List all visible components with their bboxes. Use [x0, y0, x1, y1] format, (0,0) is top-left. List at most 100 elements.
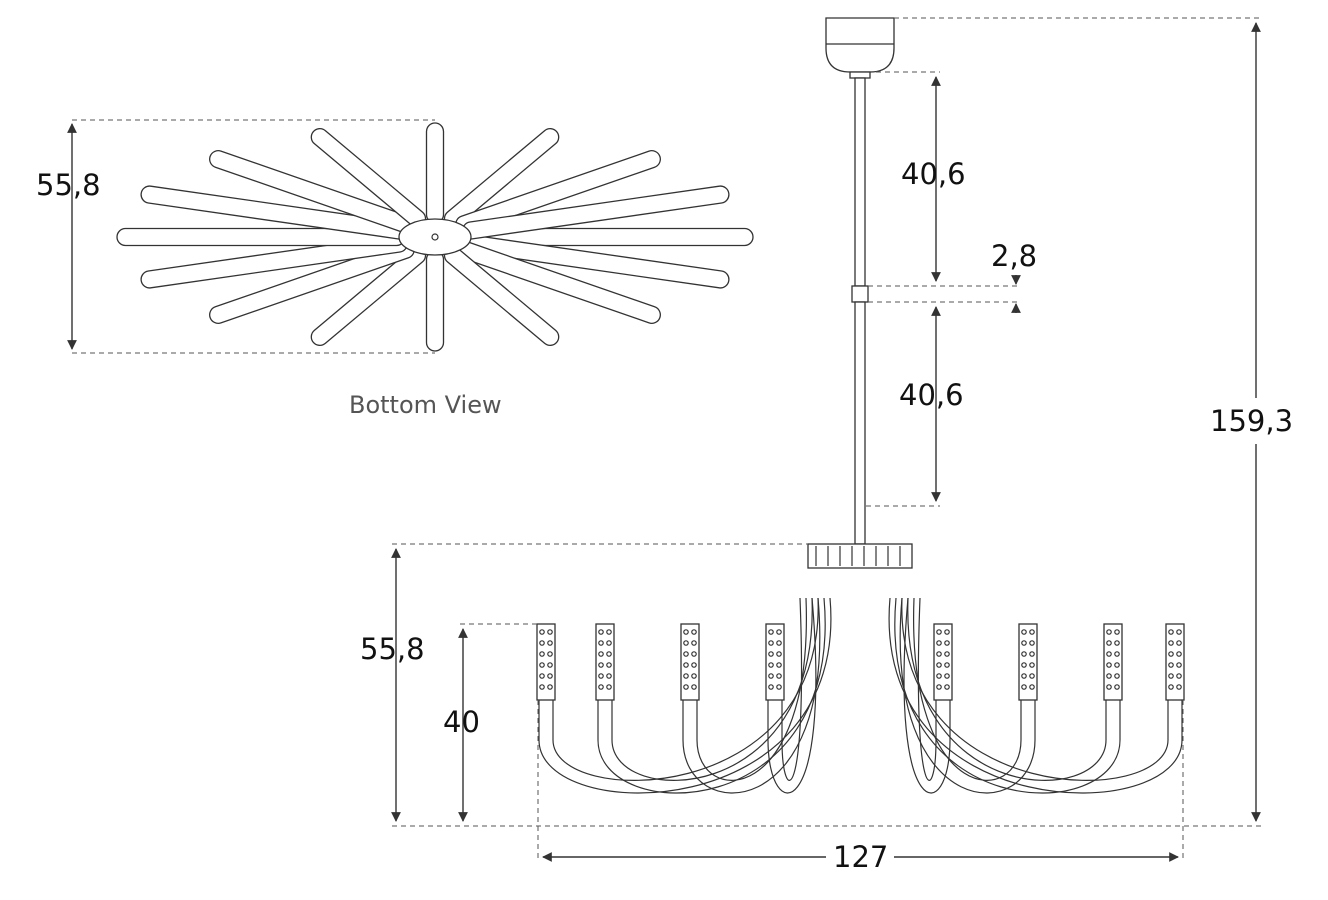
socket-perforation	[768, 629, 774, 635]
socket-perforation	[606, 673, 612, 679]
socket-perforation	[1168, 629, 1174, 635]
socket-perforation	[1021, 629, 1027, 635]
socket-perforation	[1176, 651, 1182, 657]
socket-perforation	[944, 640, 950, 646]
socket-perforation	[539, 662, 545, 668]
socket-perforation	[1114, 662, 1120, 668]
side-view-arm-outer	[888, 597, 1183, 794]
socket-perforation	[1176, 640, 1182, 646]
socket-perforation	[776, 684, 782, 690]
socket-perforation	[1168, 684, 1174, 690]
bottom-view-arm	[425, 250, 445, 352]
side-view-arm-outer	[597, 597, 826, 794]
socket-perforation	[547, 640, 553, 646]
side-view-arm-socket	[765, 623, 785, 701]
side-view-arm-socket	[595, 623, 615, 701]
socket-perforation	[683, 640, 689, 646]
center-body	[807, 543, 913, 569]
socket-perforation	[1021, 684, 1027, 690]
socket-perforation	[606, 684, 612, 690]
socket-perforation	[1021, 673, 1027, 679]
side-view-arm-outer	[767, 597, 817, 794]
socket-perforation	[944, 662, 950, 668]
side-view-arm-outer	[899, 597, 1036, 794]
side-view-arm-inner	[907, 597, 1107, 781]
socket-perforation	[683, 629, 689, 635]
side-view-arm-socket	[1103, 623, 1123, 701]
side-view-arm-outer	[894, 597, 1121, 794]
socket-perforation	[1029, 684, 1035, 690]
socket-perforation	[598, 651, 604, 657]
socket-perforation	[944, 629, 950, 635]
side-view-arm-socket	[680, 623, 700, 701]
socket-perforation	[776, 640, 782, 646]
side-view-arm-inner	[781, 597, 803, 781]
bottom-view-arm	[425, 122, 445, 224]
center-body-flutes	[815, 546, 901, 566]
socket-perforation	[1029, 640, 1035, 646]
socket-perforation	[691, 629, 697, 635]
socket-perforation	[598, 684, 604, 690]
rod-upper-label: 40,6	[901, 157, 966, 191]
side-view-arm-inner	[552, 597, 819, 781]
socket-perforation	[1168, 673, 1174, 679]
side-view-arm-socket	[536, 623, 556, 701]
socket-perforation	[1176, 662, 1182, 668]
bottom-view-hub	[398, 218, 472, 256]
side-view-arm-outer	[538, 597, 832, 794]
bottom-depth-label: 55,8	[36, 168, 101, 202]
side-view-arm-inner	[901, 597, 1169, 781]
socket-perforation	[691, 673, 697, 679]
socket-perforation	[936, 684, 942, 690]
side-view: 159,3 40,6 2,8 40,6 55,8 40 127	[360, 17, 1306, 876]
side-view-arm-inner	[913, 597, 1022, 781]
socket-perforation	[936, 662, 942, 668]
side-view-arm-inner	[917, 597, 937, 781]
socket-perforation	[776, 651, 782, 657]
side-view-arm-socket	[933, 623, 953, 701]
socket-perforation	[1176, 673, 1182, 679]
socket-perforation	[1021, 662, 1027, 668]
socket-perforation	[598, 640, 604, 646]
socket-perforation	[598, 673, 604, 679]
socket-perforation	[1106, 662, 1112, 668]
socket-perforation	[936, 629, 942, 635]
socket-perforation	[1106, 684, 1112, 690]
socket-perforation	[606, 629, 612, 635]
socket-perforation	[1114, 640, 1120, 646]
socket-perforation	[1168, 662, 1174, 668]
socket-perforation	[539, 629, 545, 635]
socket-perforation	[691, 662, 697, 668]
socket-perforation	[944, 673, 950, 679]
socket-perforation	[1168, 651, 1174, 657]
socket-perforation	[1106, 640, 1112, 646]
socket-perforation	[1029, 651, 1035, 657]
socket-perforation	[944, 651, 950, 657]
socket-perforation	[598, 662, 604, 668]
socket-perforation	[768, 684, 774, 690]
arm-height-label: 40	[443, 705, 480, 739]
socket-perforation	[547, 629, 553, 635]
side-view-arm-outer	[682, 597, 821, 794]
socket-perforation	[683, 673, 689, 679]
socket-perforation	[936, 673, 942, 679]
socket-perforation	[776, 629, 782, 635]
socket-perforation	[683, 662, 689, 668]
socket-perforation	[1029, 662, 1035, 668]
bottom-view-hub-center	[431, 233, 439, 241]
socket-perforation	[936, 651, 942, 657]
bottom-view: 55,8 Bottom View	[36, 119, 754, 419]
width-label: 127	[833, 840, 888, 874]
socket-perforation	[598, 629, 604, 635]
total-height-label: 159,3	[1210, 404, 1293, 438]
socket-perforation	[539, 684, 545, 690]
socket-perforation	[683, 651, 689, 657]
socket-perforation	[768, 662, 774, 668]
socket-perforation	[691, 651, 697, 657]
socket-perforation	[1176, 684, 1182, 690]
lower-rod	[854, 301, 866, 545]
socket-perforation	[606, 651, 612, 657]
socket-perforation	[936, 640, 942, 646]
side-view-arm-socket	[1018, 623, 1038, 701]
bottom-view-caption: Bottom View	[349, 391, 502, 419]
